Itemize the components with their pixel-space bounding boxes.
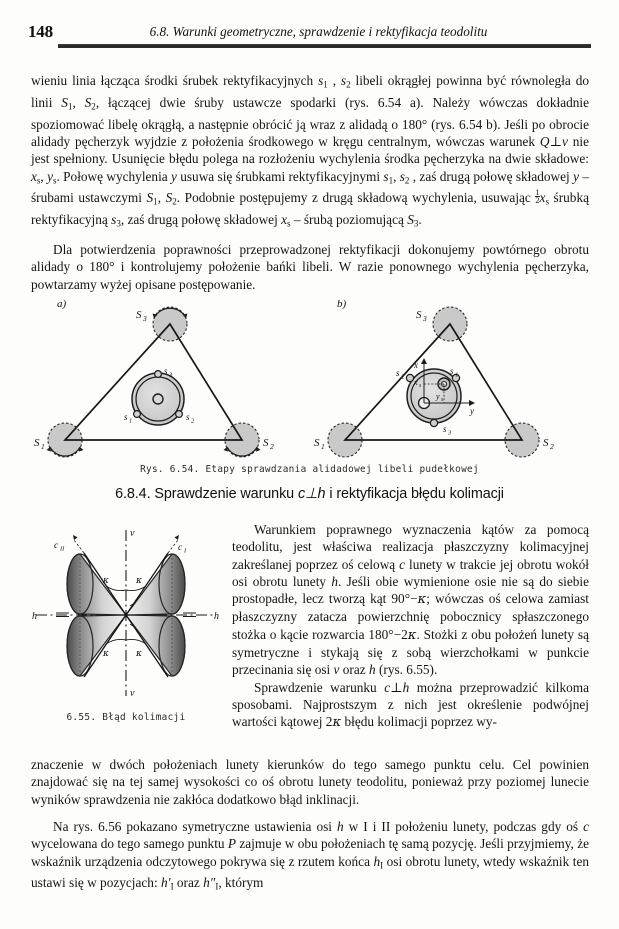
heading-text-after: i rektyfikacja błędu kolimacji <box>329 486 504 502</box>
svg-text:s: s <box>124 412 128 422</box>
svg-text:S: S <box>136 309 142 321</box>
figure-6-54-panel-a: a) S 3 S 1 S 2 <box>34 298 274 458</box>
figure-6-54-panel-b: b) S 3 S 1 S 2 <box>314 298 554 458</box>
paragraph-4-part-1: Sprawdzenie warunku c⊥h można przeprowad… <box>232 679 590 731</box>
figure-6-55-caption: 6.55. Błąd kolimacji <box>66 712 186 723</box>
svg-text:v: v <box>130 688 135 699</box>
body-paragraph-block-1: wieniu linia łącząca środki śrubek rekty… <box>31 72 589 233</box>
figure-6-54-graphic: a) S 3 S 1 S 2 <box>34 298 554 458</box>
heading-number: 6.8.4. <box>115 486 151 502</box>
svg-text:x: x <box>413 378 418 387</box>
paragraph-1: wieniu linia łącząca środki śrubek rekty… <box>31 73 589 229</box>
svg-text:s: s <box>441 397 444 403</box>
running-head: 148 6.8. Warunki geometryczne, sprawdzen… <box>0 22 619 48</box>
body-paragraph-block-2: Dla potwierdzenia poprawności przeprowad… <box>31 241 589 293</box>
svg-text:c: c <box>178 543 183 553</box>
svg-text:κ: κ <box>135 649 142 659</box>
svg-text:s: s <box>450 366 454 376</box>
svg-text:κ: κ <box>135 576 142 586</box>
svg-text:c: c <box>54 541 59 551</box>
svg-text:2: 2 <box>401 374 405 381</box>
svg-text:2: 2 <box>270 442 274 451</box>
svg-text:s: s <box>164 366 168 376</box>
paragraph-5: Na rys. 6.56 pokazano symetryczne ustawi… <box>31 819 589 892</box>
svg-text:1: 1 <box>129 418 132 425</box>
svg-text:S: S <box>34 437 40 449</box>
svg-text:h: h <box>32 611 37 622</box>
svg-text:1: 1 <box>41 442 45 451</box>
svg-text:s: s <box>419 383 422 389</box>
svg-text:S: S <box>416 309 422 321</box>
svg-text:S: S <box>263 437 269 449</box>
running-head-title: 6.8. Warunki geometryczne, sprawdzenie i… <box>149 24 488 39</box>
svg-text:3: 3 <box>422 314 427 323</box>
svg-text:x: x <box>413 360 418 370</box>
paragraph-2: Dla potwierdzenia poprawności przeprowad… <box>31 242 589 292</box>
svg-text:v: v <box>130 528 135 539</box>
svg-text:3: 3 <box>168 372 173 379</box>
page-number: 148 <box>28 22 53 41</box>
svg-text:a): a) <box>57 298 67 310</box>
figure-6-55-graphic: v v h h <box>32 528 219 699</box>
header-rule <box>58 44 591 48</box>
body-paragraph-continuation: znaczenie w dwóch położeniach lunety kie… <box>31 756 589 808</box>
svg-text:1: 1 <box>321 442 325 451</box>
paragraph-4-part-2: znaczenie w dwóch położeniach lunety kie… <box>31 757 589 807</box>
svg-text:S: S <box>314 437 320 449</box>
svg-text:s: s <box>443 424 447 434</box>
svg-text:y: y <box>435 392 440 401</box>
svg-text:3: 3 <box>447 430 452 437</box>
section-heading-6-8-4: 6.8.4. Sprawdzenie warunku c⊥h i rektyfi… <box>0 486 619 502</box>
body-paragraph-right-column: Warunkiem poprawnego wyznaczenia kątów z… <box>232 521 589 732</box>
body-paragraph-block-5: Na rys. 6.56 pokazano symetryczne ustawi… <box>31 818 589 896</box>
paragraph-3: Warunkiem poprawnego wyznaczenia kątów z… <box>232 522 590 678</box>
svg-text:1: 1 <box>455 372 458 379</box>
figure-6-54: a) S 3 S 1 S 2 <box>30 296 590 462</box>
heading-text-before: Sprawdzenie warunku <box>154 486 295 502</box>
svg-text:κ: κ <box>102 649 109 659</box>
figure-6-55: v v h h <box>26 520 226 710</box>
svg-text:y: y <box>469 406 474 416</box>
svg-text:κ: κ <box>102 576 109 586</box>
svg-text:I: I <box>183 548 187 555</box>
svg-text:S: S <box>543 437 549 449</box>
svg-text:s: s <box>396 368 400 378</box>
svg-text:h: h <box>214 611 219 622</box>
svg-text:s: s <box>186 412 190 422</box>
heading-symbol: c⊥h <box>298 486 326 502</box>
svg-text:3: 3 <box>142 314 147 323</box>
figure-6-54-caption: Rys. 6.54. Etapy sprawdzania alidadowej … <box>140 464 479 475</box>
svg-text:2: 2 <box>550 442 554 451</box>
svg-text:II: II <box>59 546 65 553</box>
svg-text:2: 2 <box>191 418 195 425</box>
svg-text:b): b) <box>337 298 347 310</box>
